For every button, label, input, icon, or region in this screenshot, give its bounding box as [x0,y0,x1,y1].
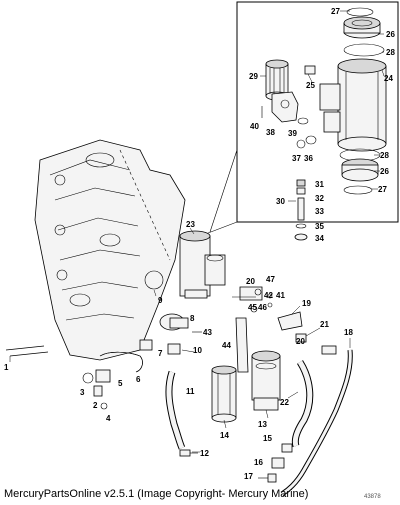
leader-lines [9,10,385,453]
callout-20: 20 [246,277,255,286]
callout-12: 12 [200,449,209,458]
callout-18: 18 [344,328,353,337]
callout-9: 9 [158,296,163,305]
cap-bottom [341,158,379,182]
callout-4: 4 [106,414,111,423]
callout-47: 47 [266,275,275,284]
callout-11: 11 [186,387,195,396]
callout-labels: 27 26 28 24 29 25 40 38 39 37 36 28 26 2… [4,7,395,481]
callout-15: 15 [263,434,272,443]
callout-25: 25 [306,81,315,90]
clip-19 [277,311,303,331]
callout-37: 37 [292,154,301,163]
fitting-group-3-5 [82,369,111,410]
callout-22: 22 [280,398,289,407]
callout-26: 26 [386,30,395,39]
callout-36: 36 [304,154,313,163]
callout-39: 39 [288,129,297,138]
callout-40: 40 [250,122,259,131]
callout-13: 13 [258,420,267,429]
filter-housing [319,58,387,152]
hose-connector-8 [159,313,189,331]
callout-27: 27 [331,7,340,16]
cap-7 [139,339,153,351]
inset-detail [194,1,399,241]
sensor-stack [294,179,308,241]
callout-44: 44 [222,341,231,350]
bracket-44 [235,317,249,373]
callout-30: 30 [276,197,285,206]
copyright-caption: MercuryPartsOnline v2.5.1 (Image Copyrig… [4,488,309,500]
o-ring-top [343,43,385,57]
callout-41: 41 [276,291,285,300]
filter-canister-14 [211,365,237,423]
filter-element [265,59,289,101]
callout-42: 42 [264,291,273,300]
callout-29: 29 [249,72,258,81]
callout-31: 31 [315,180,324,189]
engine-block [34,139,186,361]
callout-20b: 20 [296,337,305,346]
callout-8: 8 [190,314,195,323]
callout-17: 17 [244,472,253,481]
fuel-filter-assembly [179,230,226,299]
callout-6: 6 [136,375,141,384]
callout-46: 46 [258,303,267,312]
callout-16: 16 [254,458,263,467]
line-18 [280,349,353,497]
callout-38: 38 [266,128,275,137]
callout-14: 14 [220,431,229,440]
callout-26b: 26 [380,167,389,176]
cap-top [343,16,381,39]
pump-13 [251,350,281,411]
clip-ring-top [346,7,374,17]
callout-10: 10 [193,346,202,355]
callout-27b: 27 [378,185,387,194]
callout-33: 33 [315,207,324,216]
bracket-38 [271,91,299,123]
callout-32: 32 [315,194,324,203]
fitting-25 [304,65,316,75]
callout-19: 19 [302,299,311,308]
callout-24: 24 [384,74,393,83]
callout-7: 7 [158,349,163,358]
callout-34: 34 [315,234,324,243]
callout-45: 45 [248,303,257,312]
callout-28: 28 [386,48,395,57]
callout-43: 43 [203,328,212,337]
fitting-10 [167,343,181,355]
bracket-hardware [232,286,273,313]
callout-3: 3 [80,388,85,397]
callout-21: 21 [320,320,329,329]
callout-2: 2 [93,401,98,410]
callout-1: 1 [4,363,9,372]
callout-5: 5 [118,379,123,388]
callout-35: 35 [315,222,324,231]
o-ring-9 [144,270,164,290]
callout-28b: 28 [380,151,389,160]
callout-23: 23 [186,220,195,229]
drawing-number: 43878 [364,494,381,500]
